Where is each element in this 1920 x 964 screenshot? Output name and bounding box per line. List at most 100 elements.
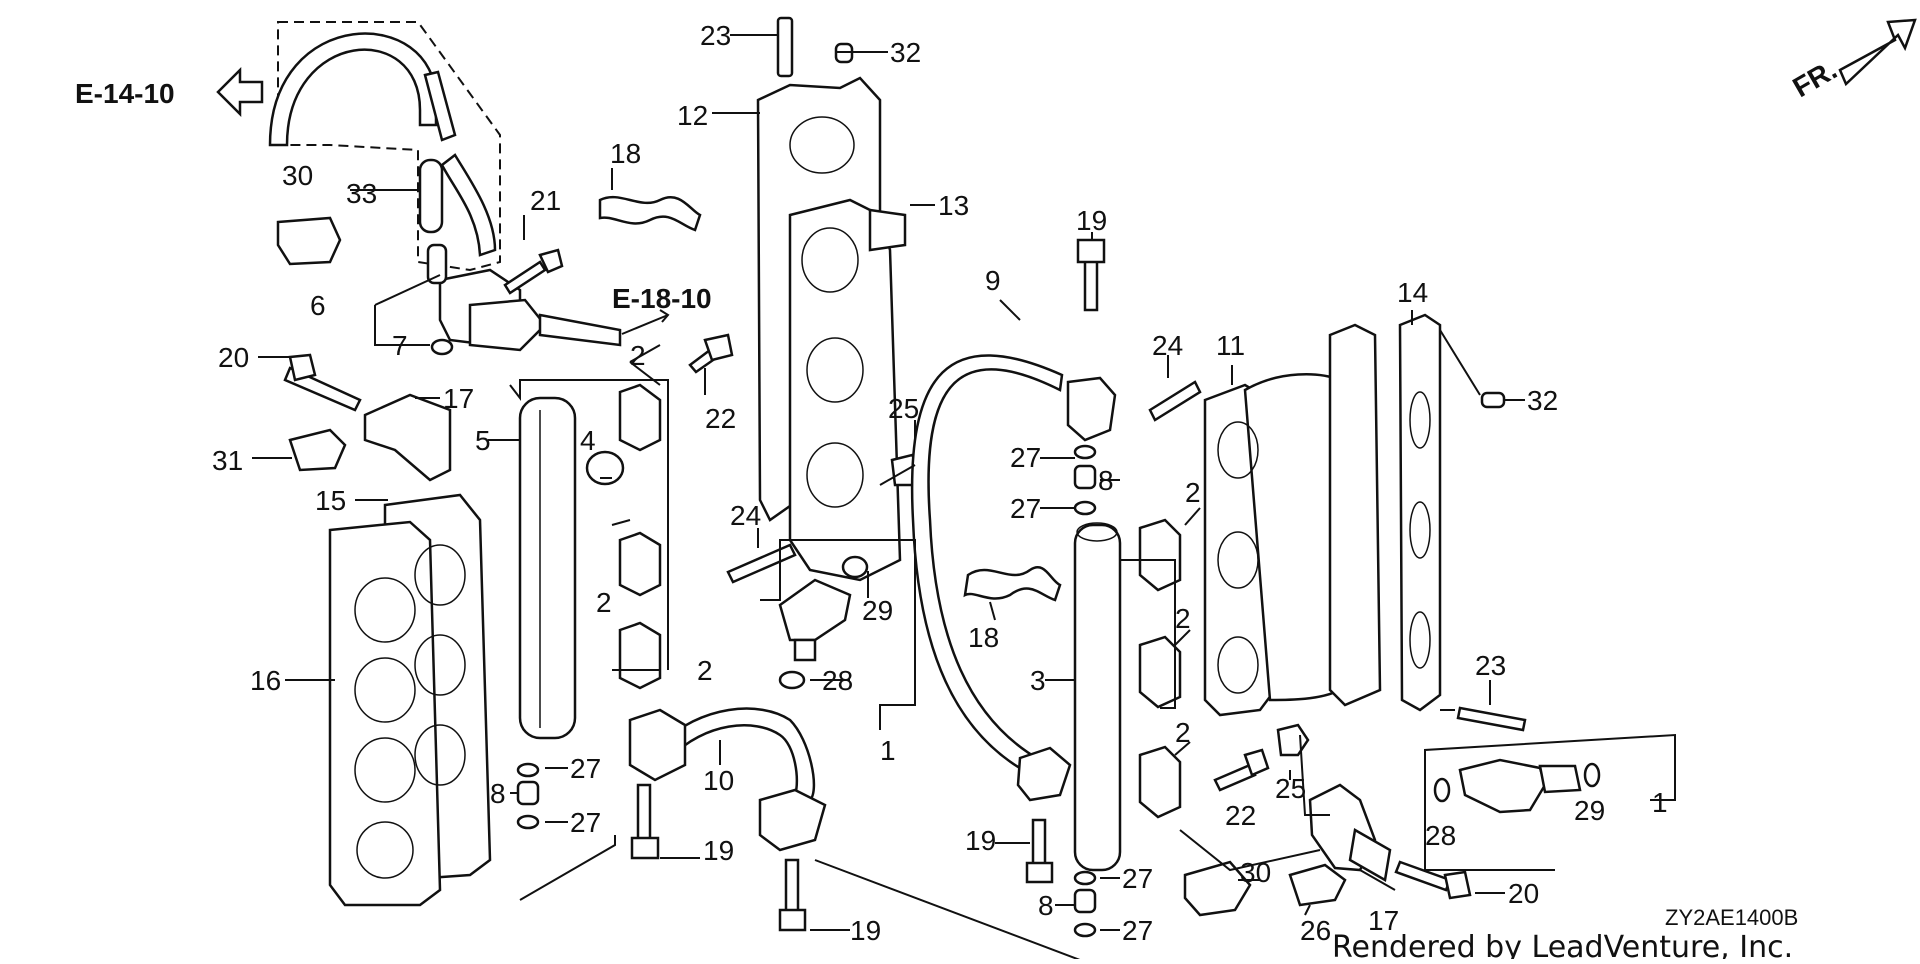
callout-4: 4 [580, 425, 596, 456]
callout-7: 7 [392, 330, 408, 361]
hose-clip-18-mid [963, 566, 1062, 602]
callout-12: 12 [677, 100, 708, 131]
clip-26 [1288, 863, 1347, 907]
callout-17: 17 [1368, 905, 1399, 936]
callout-23: 23 [1475, 650, 1506, 681]
clip-31 [288, 428, 347, 472]
manifold-13 [788, 198, 902, 582]
callout-10: 10 [703, 765, 734, 796]
hose-33 [418, 158, 444, 234]
callout-2: 2 [596, 587, 612, 618]
callout-28: 28 [822, 665, 853, 696]
arrow-left-icon [216, 66, 264, 118]
o-ring-27-d [1073, 500, 1097, 516]
manifold-13-ports [801, 227, 864, 508]
pipe-9-end-b [1016, 746, 1072, 802]
callout-9: 9 [985, 265, 1001, 296]
callout-19: 19 [965, 825, 996, 856]
callout-2: 2 [630, 340, 646, 371]
bolt-19-b [784, 858, 800, 914]
callout-6: 6 [310, 290, 326, 321]
callout-32: 32 [890, 37, 921, 68]
injector-right-cap [1538, 764, 1582, 794]
reference-label-e-14-10[interactable]: E-14-10 [75, 78, 175, 109]
callout-27: 27 [1010, 493, 1041, 524]
callout-27: 27 [570, 753, 601, 784]
callout-30: 30 [1240, 857, 1271, 888]
arrow-right-icon [621, 309, 670, 335]
callout-3: 3 [1030, 665, 1046, 696]
stay-17-right-arm [1348, 828, 1392, 882]
reference-label-e-18-10[interactable]: E-18-10 [612, 283, 712, 314]
callout-2: 2 [697, 655, 713, 686]
breather-hose [268, 32, 438, 147]
collar-8-b [1073, 464, 1097, 490]
bolt-22-left-head [703, 333, 734, 362]
callout-19: 19 [1076, 205, 1107, 236]
callout-17: 17 [443, 383, 474, 414]
callout-2: 2 [1185, 477, 1201, 508]
o-ring-28-right [1433, 777, 1451, 803]
o-ring-27-e [1073, 870, 1097, 886]
bolt-19-c-head [1076, 238, 1106, 264]
callout-18: 18 [968, 622, 999, 653]
bolt-19-c [1083, 258, 1099, 312]
parts-layer [216, 16, 1917, 938]
callout-28: 28 [1425, 820, 1456, 851]
collar-2-b [618, 531, 662, 597]
reference-box-e-14-10 [277, 21, 501, 272]
callout-22: 22 [1225, 800, 1256, 831]
fuel-pipe-3 [1073, 523, 1122, 872]
o-ring-7 [430, 338, 454, 356]
breather-hose-short [423, 70, 457, 142]
fuel-pipe-9 [910, 354, 1064, 777]
bolt-20-left-head [288, 353, 317, 382]
manifold-16-ports [354, 544, 466, 879]
gasket-14-holes [1409, 391, 1431, 669]
regulator-bracket [468, 298, 547, 352]
callout-24: 24 [1152, 330, 1183, 361]
callout-20: 20 [1508, 878, 1539, 909]
callout-14: 14 [1397, 277, 1428, 308]
hose-clip-30-left [276, 216, 342, 266]
render-credit: Rendered by LeadVenture, Inc. [1332, 930, 1793, 959]
stud-23-right [1456, 706, 1527, 732]
plug-4 [585, 450, 625, 486]
fuel-pipe-3-top [1076, 522, 1118, 542]
callout-22: 22 [705, 403, 736, 434]
callout-33: 33 [346, 178, 377, 209]
manifold-16 [328, 520, 442, 907]
callout-21: 21 [530, 185, 561, 216]
o-ring-27-f [1073, 922, 1097, 938]
bolt-20-right [1394, 860, 1452, 892]
o-ring-27-c [1073, 444, 1097, 460]
fr-arrow-icon [1838, 18, 1917, 87]
callout-25: 25 [888, 393, 919, 424]
regulator-hose-stub [426, 243, 448, 285]
nut-25-right [1276, 723, 1310, 757]
callout-1: 1 [880, 735, 896, 766]
breather-hose-bend [440, 153, 497, 257]
pipe-10-end-b [758, 788, 827, 852]
o-ring-29-right [1583, 762, 1601, 788]
callout-13: 13 [938, 190, 969, 221]
callout-11: 11 [1216, 330, 1245, 361]
callout-29: 29 [1574, 795, 1605, 826]
hose-clip-30-right [1183, 860, 1252, 917]
callout-18: 18 [610, 138, 641, 169]
callout-27: 27 [1122, 915, 1153, 946]
callout-8: 8 [490, 778, 506, 809]
o-ring-29-left [841, 555, 869, 579]
orientation-label: FR. [1788, 54, 1843, 103]
fuel-pipe-5 [518, 396, 577, 740]
callout-labels: 1 1 2 2 2 2 2 2 3 4 5 6 7 8 8 8 9 10 11 … [75, 20, 1843, 964]
callout-8: 8 [1038, 890, 1054, 921]
bolt-22-right-head [1243, 748, 1270, 777]
pipe-10-end-a [628, 708, 687, 782]
pipe-9-end-a [1066, 376, 1117, 442]
injector-right [1458, 758, 1547, 814]
callout-29: 29 [862, 595, 893, 626]
bolt-21 [503, 260, 547, 295]
gasket-plate [1328, 323, 1382, 707]
